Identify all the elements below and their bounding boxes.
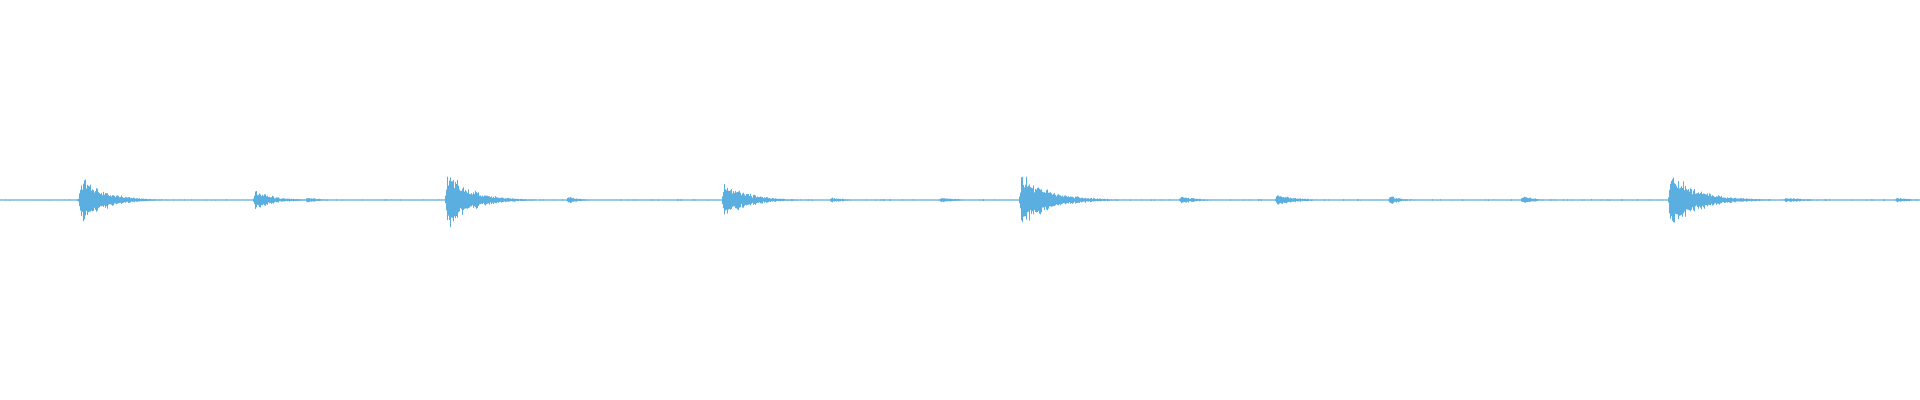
waveform-samples xyxy=(1,176,1920,228)
